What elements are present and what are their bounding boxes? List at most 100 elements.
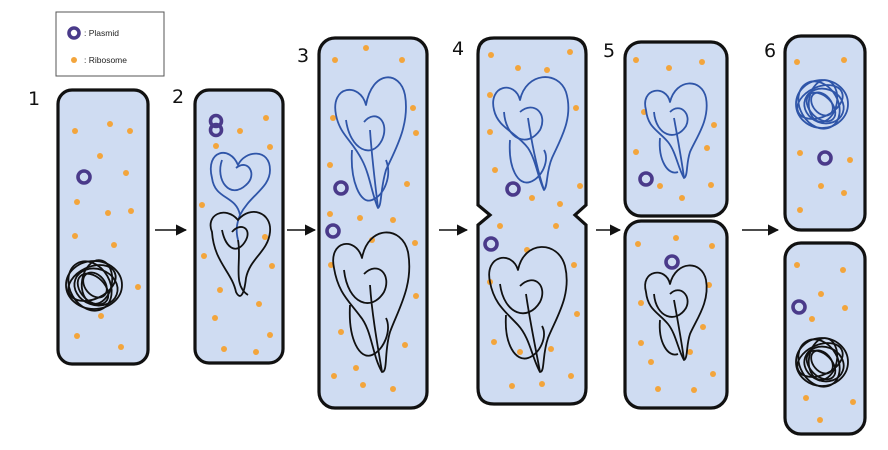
ribosome	[404, 181, 410, 187]
ribosome	[679, 195, 685, 201]
ribosome	[548, 346, 554, 352]
ribosome	[491, 339, 497, 345]
ribosome	[98, 313, 104, 319]
ribosome	[497, 223, 503, 229]
ribosome	[841, 190, 847, 196]
ribosome	[797, 207, 803, 213]
ribosome	[568, 373, 574, 379]
ribosome	[842, 305, 848, 311]
plasmid	[333, 180, 349, 196]
original-dna	[209, 211, 271, 297]
ribosome	[123, 170, 129, 176]
ribosome	[363, 45, 369, 51]
step-label-1: 1	[28, 88, 40, 110]
stage-4-ribosomes	[487, 49, 583, 389]
ribosome	[199, 202, 205, 208]
stage-5-bottom-cell	[623, 219, 729, 410]
ribosome	[353, 365, 359, 371]
original-dna	[644, 264, 708, 361]
stage-5-bottom-ribosomes	[635, 235, 716, 393]
ribosome	[794, 59, 800, 65]
ribosome	[487, 92, 493, 98]
ribosome	[850, 399, 856, 405]
stage-3-ribosomes	[327, 45, 419, 392]
ribosome	[327, 162, 333, 168]
ribosome	[105, 210, 111, 216]
ribosome	[487, 129, 493, 135]
ribosome	[332, 57, 338, 63]
stage-5-top-cell	[623, 40, 729, 218]
ribosome	[517, 349, 523, 355]
step-label-3: 3	[297, 45, 309, 67]
plasmid-ring-icon	[67, 26, 81, 40]
ribosome	[360, 382, 366, 388]
ribosome	[841, 57, 847, 63]
ribosome	[118, 344, 124, 350]
ribosome	[399, 57, 405, 63]
ribosome	[803, 395, 809, 401]
ribosome	[357, 215, 363, 221]
dividing-cell-membrane	[476, 36, 588, 406]
original-dna	[332, 231, 411, 373]
ribosome	[687, 349, 693, 355]
ribosome	[412, 240, 418, 246]
ribosome	[74, 333, 80, 339]
ribosome	[111, 242, 117, 248]
plasmid	[208, 122, 224, 138]
ribosome	[840, 267, 846, 273]
ribosome	[529, 195, 535, 201]
stage-5-top-ribosomes	[633, 57, 717, 201]
nucleoid-dna	[65, 259, 123, 312]
original-dna	[488, 246, 568, 373]
ribosome	[794, 262, 800, 268]
step-label-4: 4	[452, 38, 464, 60]
legend: : Plasmid : Ribosome	[55, 11, 165, 77]
ribosome	[638, 300, 644, 306]
replicated-dna	[334, 76, 407, 209]
stage-2-cell	[193, 88, 285, 365]
ribosome	[571, 262, 577, 268]
ribosome-dot-icon	[71, 57, 77, 63]
ribosome	[330, 115, 336, 121]
ribosome	[492, 167, 498, 173]
ribosome	[72, 233, 78, 239]
plasmid	[791, 299, 807, 315]
ribosome	[673, 235, 679, 241]
legend-ribosome-label: : Ribosome	[84, 55, 127, 65]
plasmid	[638, 171, 654, 187]
ribosome	[267, 332, 273, 338]
ribosome	[331, 373, 337, 379]
ribosome	[256, 301, 262, 307]
ribosome	[711, 122, 717, 128]
ribosome	[74, 199, 80, 205]
ribosome	[267, 144, 273, 150]
legend-plasmid-label: : Plasmid	[84, 28, 119, 38]
plasmid	[325, 223, 341, 239]
ribosome	[413, 130, 419, 136]
condensed-dna-original	[795, 337, 849, 388]
ribosome	[212, 315, 218, 321]
ribosome	[553, 223, 559, 229]
stage-6-bottom-ribosomes	[794, 262, 856, 423]
step-label-2: 2	[172, 86, 184, 108]
ribosome	[269, 263, 275, 269]
stage-1-cell	[56, 88, 150, 366]
ribosome	[488, 52, 494, 58]
ribosome	[515, 65, 521, 71]
replicated-dna	[492, 76, 570, 191]
ribosome	[657, 183, 663, 189]
ribosome	[390, 217, 396, 223]
stage-6-top-ribosomes	[794, 57, 853, 213]
stage-4-cell	[476, 36, 588, 406]
ribosome	[97, 153, 103, 159]
stage-1-ribosomes	[72, 121, 141, 350]
ribosome	[699, 59, 705, 65]
ribosome	[557, 201, 563, 207]
ribosome	[700, 324, 706, 330]
ribosome	[410, 105, 416, 111]
ribosome	[709, 243, 715, 249]
ribosome	[655, 386, 661, 392]
ribosome	[818, 183, 824, 189]
ribosome	[390, 386, 396, 392]
